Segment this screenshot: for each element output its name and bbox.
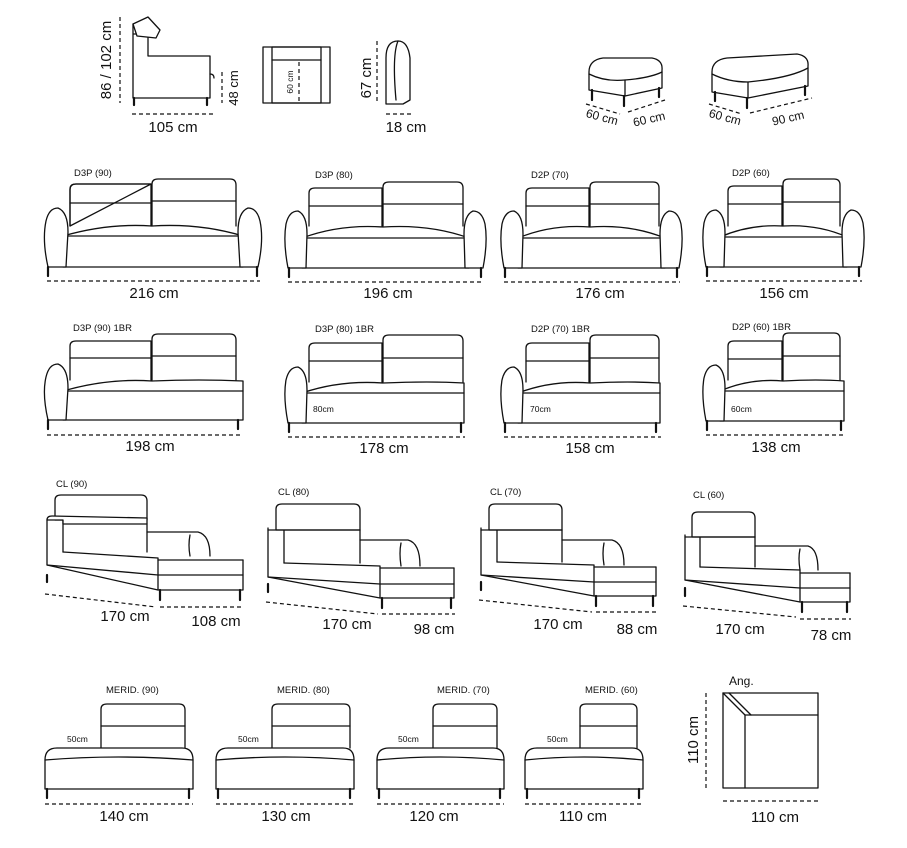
inner-width-label: 50cm — [67, 734, 88, 744]
meridian-70: MERID. (70) 50cm 120 cm — [376, 685, 505, 825]
large-pouf-width-label: 90 cm — [771, 108, 806, 129]
headrest-depth-label: 18 cm — [386, 119, 427, 136]
cushion-depth-label: 60 cm — [285, 70, 295, 93]
width-label: 98 cm — [414, 621, 455, 638]
inner-width-label: 60cm — [731, 404, 752, 414]
width-label: 88 cm — [617, 621, 658, 638]
model-code: D2P (60) — [732, 168, 770, 179]
model-code: D3P (80) — [315, 170, 353, 181]
side-profile-drawing: 86 / 102 cm 105 cm 48 cm — [98, 16, 241, 136]
sofa-d2p-60: D2P (60) 156 cm — [702, 168, 865, 302]
inner-width-label: 50cm — [547, 734, 568, 744]
model-code: D3P (90) 1BR — [73, 323, 132, 334]
width-label: 110 cm — [751, 809, 799, 826]
model-code: CL (90) — [56, 479, 87, 490]
sofa-d2p-70-1br: D2P (70) 1BR 70cm 158 cm — [500, 324, 661, 457]
length-label: 170 cm — [715, 621, 764, 638]
length-label: 170 cm — [322, 616, 371, 633]
model-code: D2P (70) 1BR — [531, 324, 590, 335]
model-code: MERID. (70) — [437, 685, 490, 696]
chaise-cl-90: CL (90) 170 cm 108 cm — [44, 479, 244, 630]
model-code: MERID. (80) — [277, 685, 330, 696]
headrest-height-label: 67 cm — [358, 58, 375, 99]
width-label: 158 cm — [565, 440, 614, 457]
corner-unit-ang: Ang. 110 cm 110 cm — [685, 674, 819, 826]
inner-width-label: 70cm — [530, 404, 551, 414]
width-label: 198 cm — [125, 438, 174, 455]
headrest-side-drawing: 67 cm 18 cm — [358, 40, 427, 136]
width-label: 110 cm — [559, 808, 607, 825]
model-code: MERID. (60) — [585, 685, 638, 696]
model-code: CL (60) — [693, 490, 724, 501]
model-code: CL (80) — [278, 487, 309, 498]
model-code: Ang. — [729, 674, 754, 688]
meridian-80: MERID. (80) 50cm 130 cm — [215, 685, 355, 825]
seat-height-label: 48 cm — [226, 70, 241, 105]
width-label: 178 cm — [359, 440, 408, 457]
small-pouf-drawing: 60 cm 60 cm — [584, 57, 667, 130]
width-label: 196 cm — [363, 285, 412, 302]
meridian-60: MERID. (60) 50cm 110 cm — [524, 685, 644, 825]
sofa-d3p-80-1br: D3P (80) 1BR 80cm 178 cm — [284, 324, 465, 457]
width-label: 176 cm — [575, 285, 624, 302]
width-label: 108 cm — [191, 613, 240, 630]
side-height-label: 86 / 102 cm — [98, 21, 115, 99]
width-label: 120 cm — [409, 808, 458, 825]
model-code: MERID. (90) — [106, 685, 159, 696]
model-code: D2P (70) — [531, 170, 569, 181]
sofa-d3p-80: D3P (80) 196 cm — [284, 170, 487, 302]
chaise-cl-70: CL (70) 170 cm 88 cm — [478, 487, 658, 638]
width-label: 156 cm — [759, 285, 808, 302]
inner-width-label: 80cm — [313, 404, 334, 414]
chaise-cl-80: CL (80) 170 cm 98 cm — [265, 487, 455, 638]
width-label: 140 cm — [99, 808, 148, 825]
inner-width-label: 50cm — [398, 734, 419, 744]
width-label: 78 cm — [811, 627, 852, 644]
width-label: 216 cm — [129, 285, 178, 302]
small-pouf-width-label: 60 cm — [632, 109, 667, 130]
large-pouf-depth-label: 60 cm — [707, 106, 742, 128]
sofa-d2p-70: D2P (70) 176 cm — [500, 170, 683, 302]
model-code: CL (70) — [490, 487, 521, 498]
inner-width-label: 50cm — [238, 734, 259, 744]
sofa-d2p-60-1br: D2P (60) 1BR 60cm 138 cm — [702, 322, 845, 456]
cushion-top-drawing: 60 cm — [262, 46, 331, 104]
length-label: 170 cm — [533, 616, 582, 633]
depth-label: 110 cm — [685, 716, 702, 764]
length-label: 170 cm — [100, 608, 149, 625]
model-code: D3P (90) — [74, 168, 112, 179]
model-code: D2P (60) 1BR — [732, 322, 791, 333]
side-width-label: 105 cm — [148, 119, 197, 136]
width-label: 138 cm — [751, 439, 800, 456]
width-label: 130 cm — [261, 808, 310, 825]
chaise-cl-60: CL (60) 170 cm 78 cm — [682, 490, 852, 644]
meridian-90: MERID. (90) 50cm 140 cm — [44, 685, 194, 825]
large-pouf-drawing: 60 cm 90 cm — [707, 53, 813, 129]
model-code: D3P (80) 1BR — [315, 324, 374, 335]
sofa-d3p-90: D3P (90) 216 cm — [43, 168, 263, 302]
sofa-d3p-90-1br: D3P (90) 1BR 198 cm — [43, 323, 244, 455]
small-pouf-depth-label: 60 cm — [584, 106, 619, 128]
